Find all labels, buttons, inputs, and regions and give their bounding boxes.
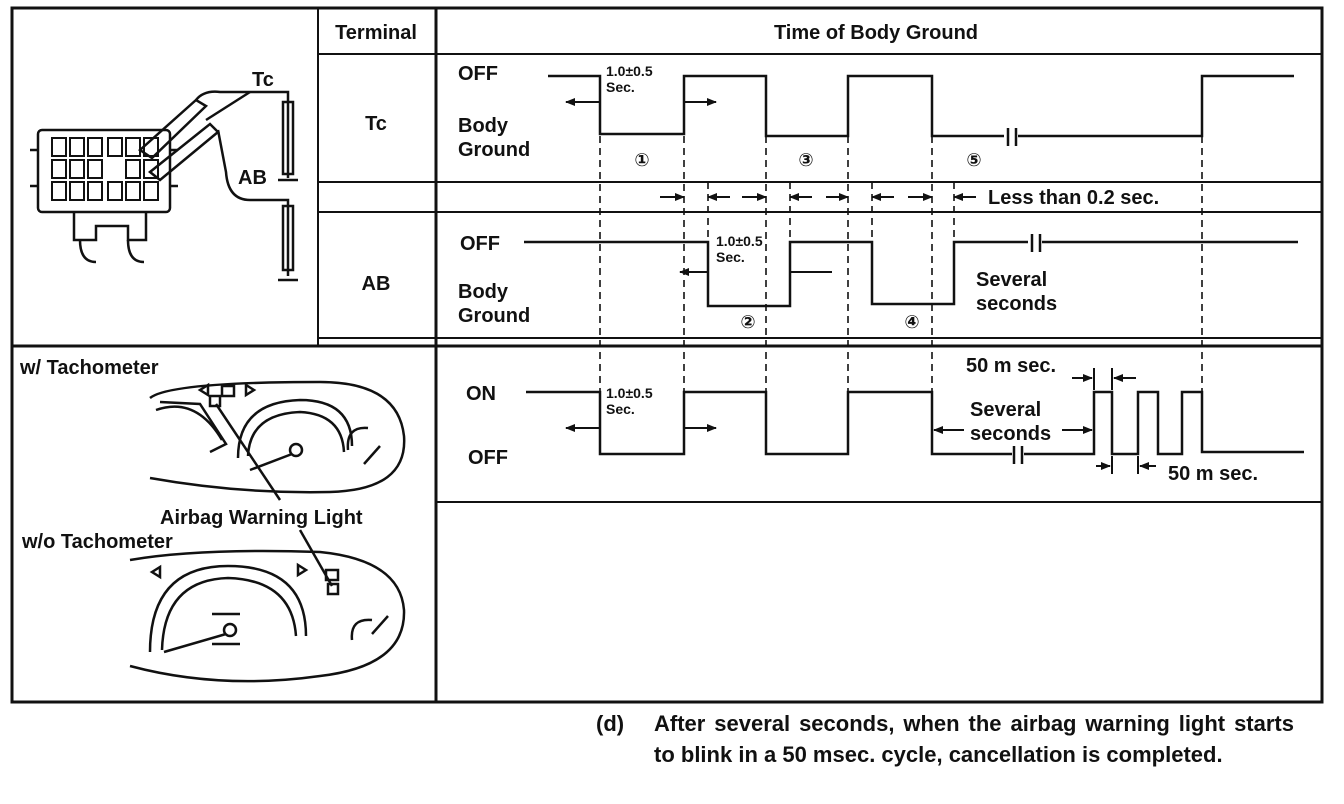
terminal-header: Terminal	[335, 22, 417, 44]
with-tachometer-label: w/ Tachometer	[19, 357, 159, 379]
light-pulse-duration: 1.0±0.5	[606, 385, 653, 401]
light-seconds-label: seconds	[970, 423, 1051, 445]
ab-level-body: Body	[458, 281, 509, 303]
light-level-on: ON	[466, 383, 496, 405]
light-waveform	[526, 390, 1304, 456]
step-4-marker: ④	[904, 312, 919, 332]
tc-level-off: OFF	[458, 63, 498, 85]
ab-several-label: Several	[976, 269, 1047, 291]
cluster-without-tachometer-illustration	[129, 529, 406, 683]
terminal-ab: AB	[362, 273, 391, 295]
ab-waveform	[524, 240, 1298, 308]
tc-level-ground: Ground	[458, 139, 530, 161]
timing-alignment-lines	[599, 136, 1203, 392]
ab-seconds-label: seconds	[976, 293, 1057, 315]
diagnosis-connector-illustration	[30, 90, 298, 282]
light-pulse-unit: Sec.	[606, 401, 635, 417]
step-1-marker: ①	[634, 150, 649, 170]
step-2-marker: ②	[740, 312, 755, 332]
airbag-warning-light-label: Airbag Warning Light	[160, 507, 363, 529]
light-several-label: Several	[970, 399, 1041, 421]
blink-off-duration-label: 50 m sec.	[1168, 463, 1258, 485]
connector-ab-label: AB	[238, 167, 267, 189]
blink-on-duration-arrows	[1072, 368, 1136, 390]
table-frame	[10, 6, 1324, 704]
ab-break-mark	[1030, 234, 1042, 252]
step-3-marker: ③	[798, 150, 813, 170]
time-of-body-ground-header: Time of Body Ground	[774, 22, 978, 44]
light-break-mark	[1012, 446, 1024, 464]
ab-level-ground: Ground	[458, 305, 530, 327]
step-5-marker: ⑤	[966, 150, 981, 170]
tc-pulse-duration: 1.0±0.5	[606, 63, 653, 79]
ab-pulse-unit: Sec.	[716, 249, 745, 265]
ab-level-off: OFF	[460, 233, 500, 255]
tc-level-body: Body	[458, 115, 509, 137]
tc-waveform	[548, 74, 1294, 138]
gap-label: Less than 0.2 sec.	[988, 187, 1159, 209]
tc-break-mark	[1006, 128, 1018, 146]
note-tag: (d)	[596, 711, 625, 736]
terminal-tc: Tc	[365, 113, 387, 135]
tc-pulse-unit: Sec.	[606, 79, 635, 95]
light-level-off: OFF	[468, 447, 508, 469]
ab-pulse-duration: 1.0±0.5	[716, 233, 763, 249]
cluster-with-tachometer-illustration	[149, 380, 406, 501]
blink-off-duration-arrows	[1096, 456, 1156, 474]
connector-tc-label: Tc	[252, 69, 274, 91]
without-tachometer-label: w/o Tachometer	[21, 531, 173, 553]
note-text: After several seconds, when the airbag w…	[654, 711, 1294, 767]
blink-on-duration-label: 50 m sec.	[966, 355, 1056, 377]
